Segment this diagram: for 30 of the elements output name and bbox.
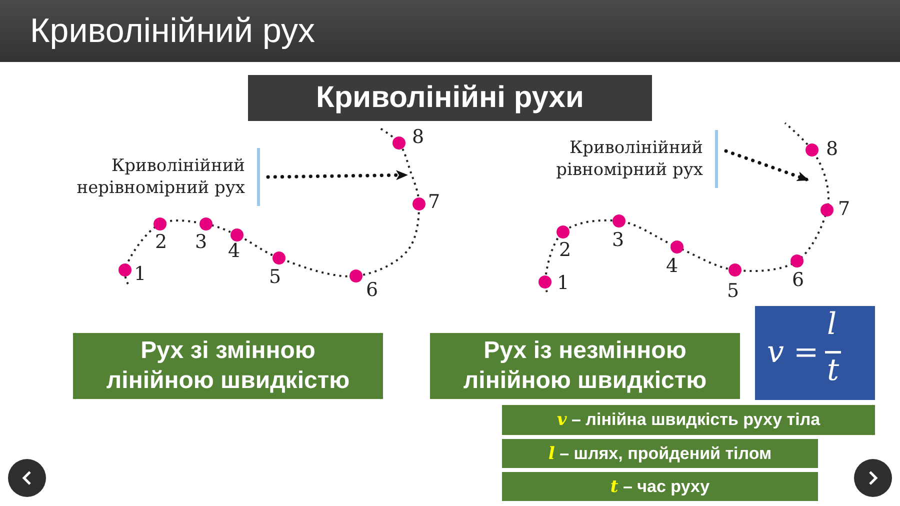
point-number: 7 [838,200,850,219]
numerator: l [827,308,837,341]
denominator: t [827,354,840,387]
point-number: 3 [195,233,208,252]
point-number: 4 [666,257,678,276]
heading-box: Криволінійні рухи [248,75,652,121]
definition-box: v – лінійна швидкість руху тіла [502,405,875,435]
text-label: Криволінійний нерівномірний рух [10,148,260,206]
definition-box: l – шлях, пройдений тілом [502,439,818,468]
point-number: 5 [727,282,740,301]
formula-text: v = [767,336,819,369]
point-number: 3 [612,231,624,250]
point-number: 8 [826,140,838,159]
dotted-arrow [724,149,810,182]
point-number: 8 [412,128,424,147]
category-box: Рух із незмінною лінійною швидкістю [430,333,740,399]
point-number: 2 [155,233,168,252]
point-number: 6 [792,271,804,290]
point-number: 5 [269,268,282,287]
point-number: 7 [428,193,440,212]
point-number: 1 [134,265,146,284]
category-box: Рух зі змінною лінійною швидкістю [73,333,383,399]
point-number: 6 [366,281,378,300]
point-number: 4 [228,242,240,261]
dotted-arrow [266,170,409,180]
slide-title: Криволінійний рух [30,12,315,51]
point-number: 2 [559,241,572,260]
text-label: Криволінійний рівномірний рух [480,130,718,188]
point-number: 1 [557,274,570,293]
definition-box: t – час руху [502,472,818,501]
